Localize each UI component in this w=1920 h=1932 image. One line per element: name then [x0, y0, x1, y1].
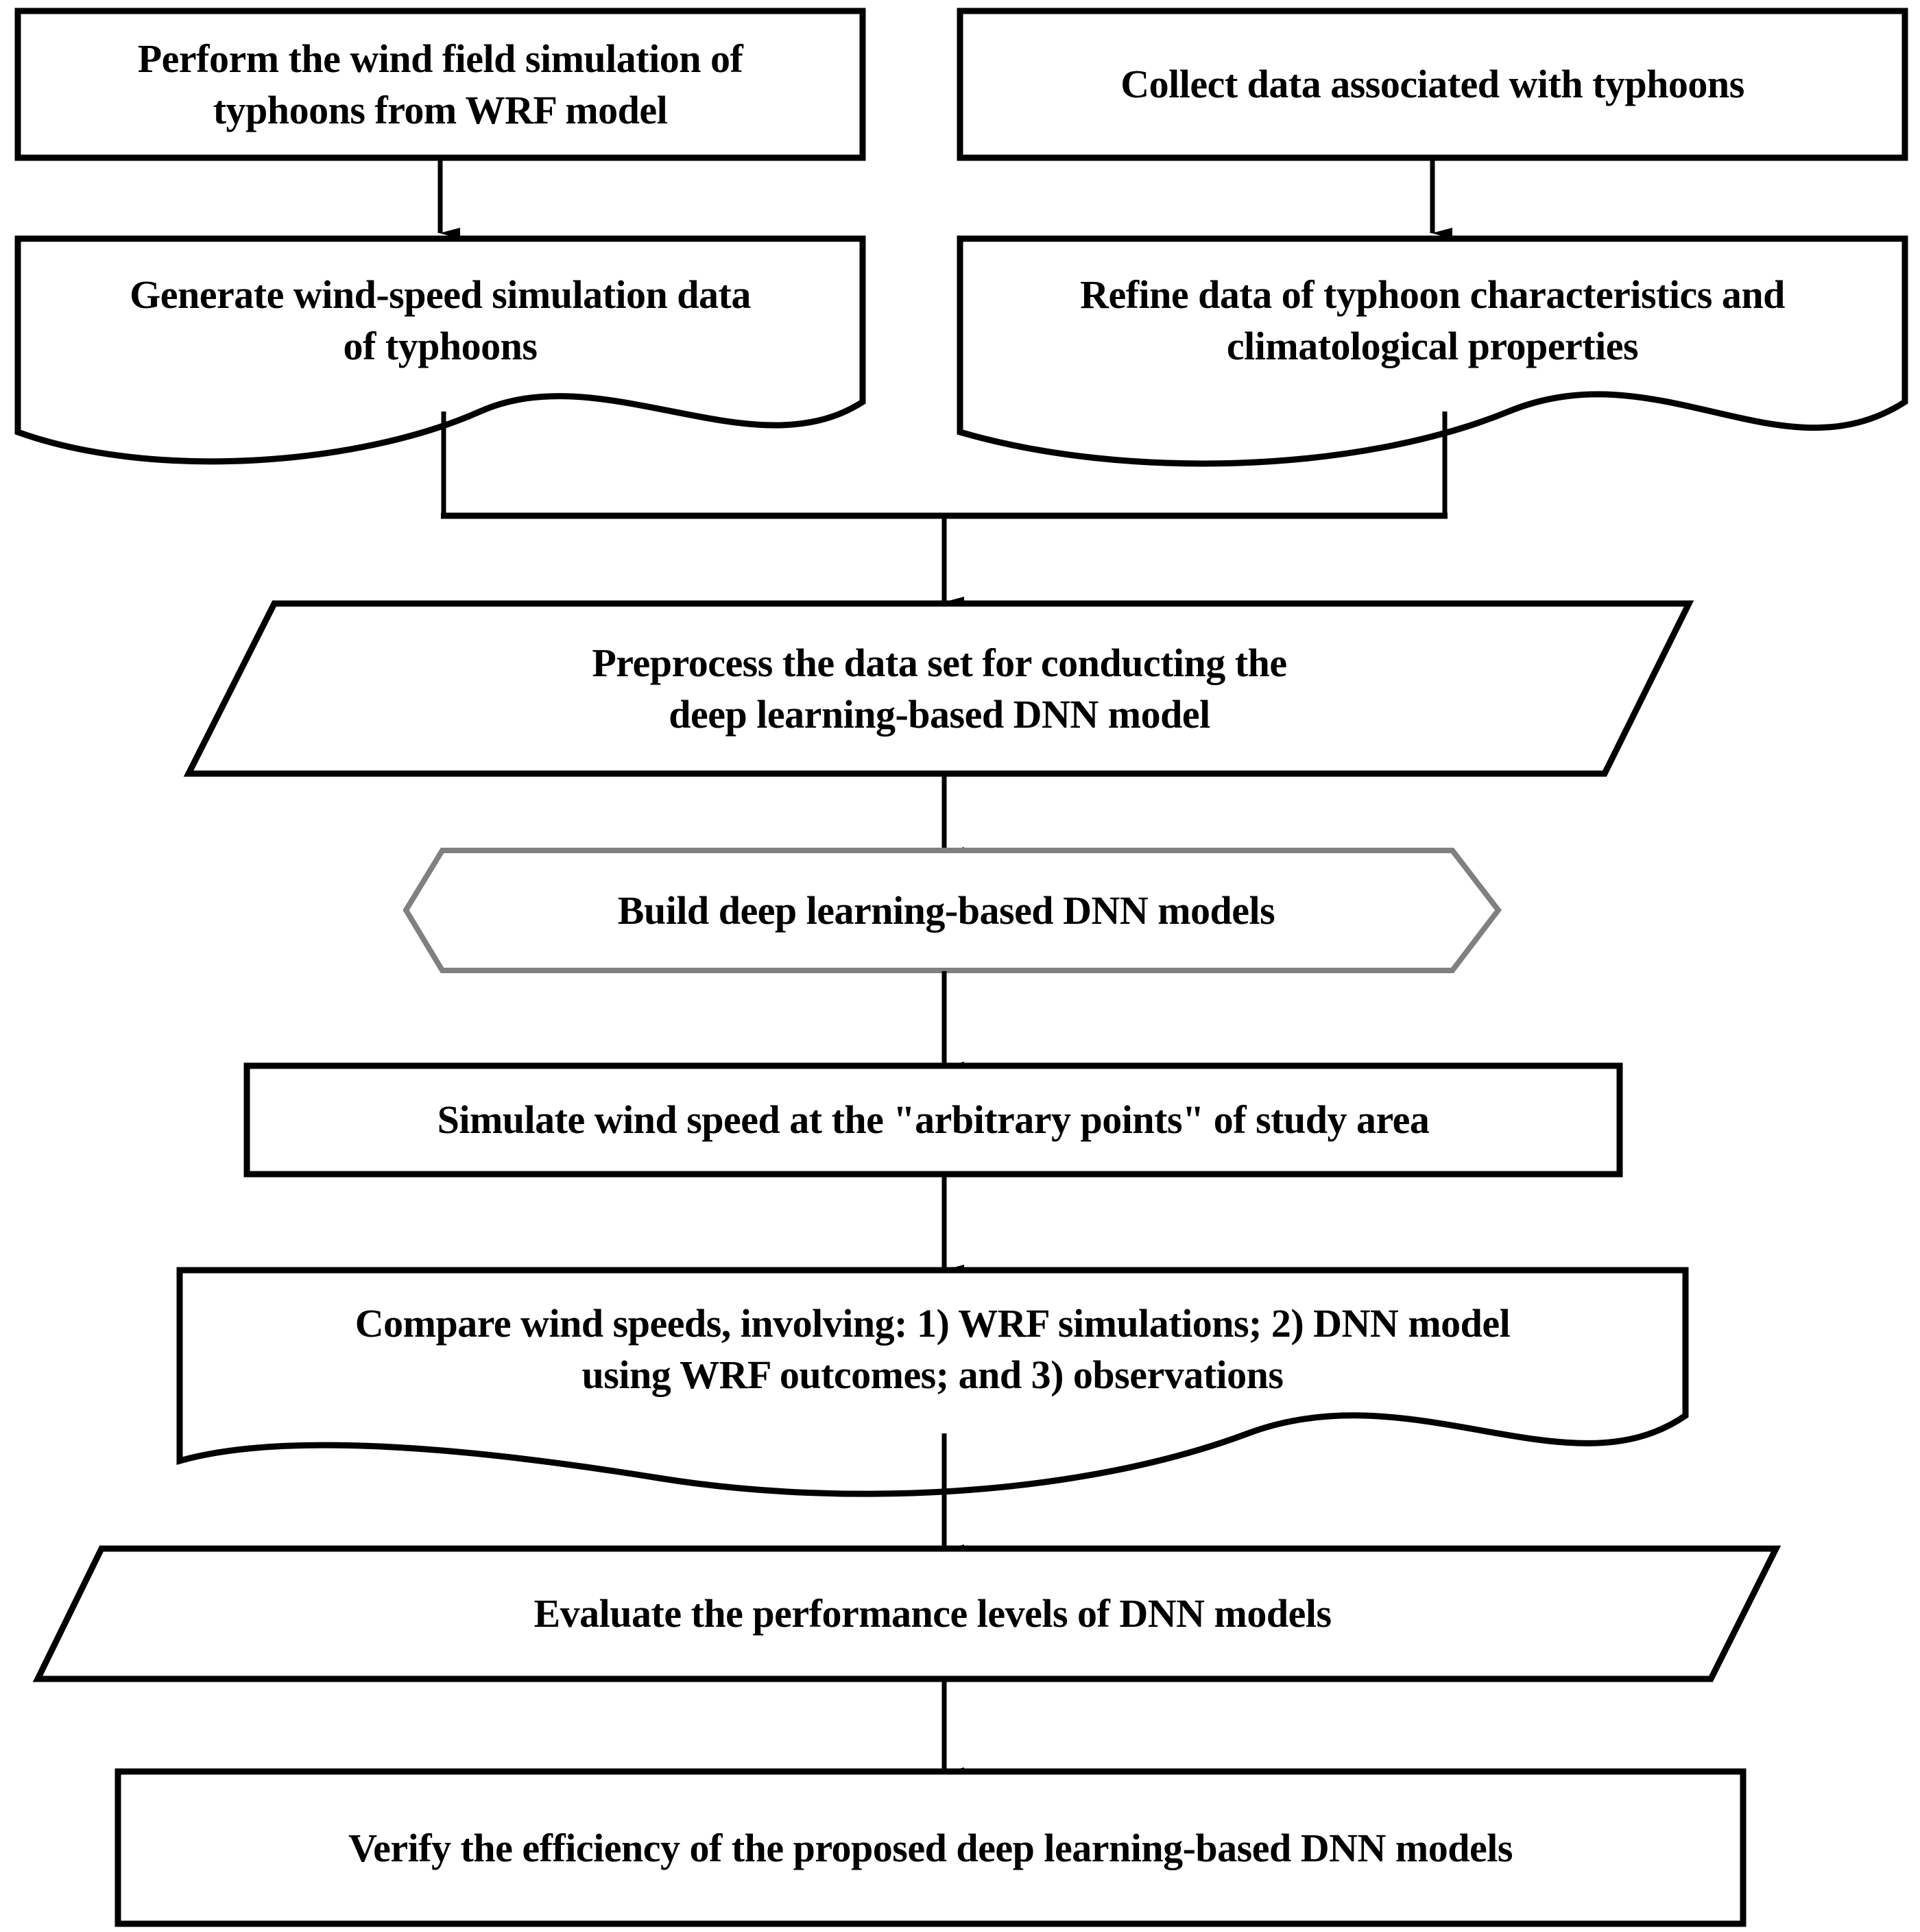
node-simulate-points[interactable]: [247, 1066, 1620, 1174]
shape-compare-speeds[interactable]: [176, 1267, 1689, 1497]
node-perform-wrf[interactable]: [18, 11, 863, 158]
node-generate-windspeed[interactable]: [18, 239, 863, 438]
node-preprocess[interactable]: [189, 604, 1689, 774]
shape-preprocess[interactable]: [183, 600, 1694, 777]
node-refine-data[interactable]: [960, 239, 1905, 438]
shape-evaluate-performance[interactable]: [32, 1545, 1781, 1682]
node-evaluate-performance[interactable]: [38, 1549, 1776, 1679]
shape-verify-efficiency[interactable]: [115, 1768, 1747, 1927]
shape-refine-data[interactable]: [957, 235, 1908, 467]
node-build-models[interactable]: [406, 850, 1498, 970]
shape-generate-windspeed[interactable]: [14, 235, 866, 465]
shape-perform-wrf[interactable]: [14, 8, 866, 161]
shape-simulate-points[interactable]: [243, 1062, 1623, 1178]
shape-collect-data[interactable]: [957, 8, 1908, 161]
node-collect-data[interactable]: [960, 11, 1905, 158]
node-compare-speeds[interactable]: [180, 1270, 1685, 1490]
shape-build-models[interactable]: [403, 848, 1502, 973]
node-verify-efficiency[interactable]: [118, 1772, 1743, 1924]
